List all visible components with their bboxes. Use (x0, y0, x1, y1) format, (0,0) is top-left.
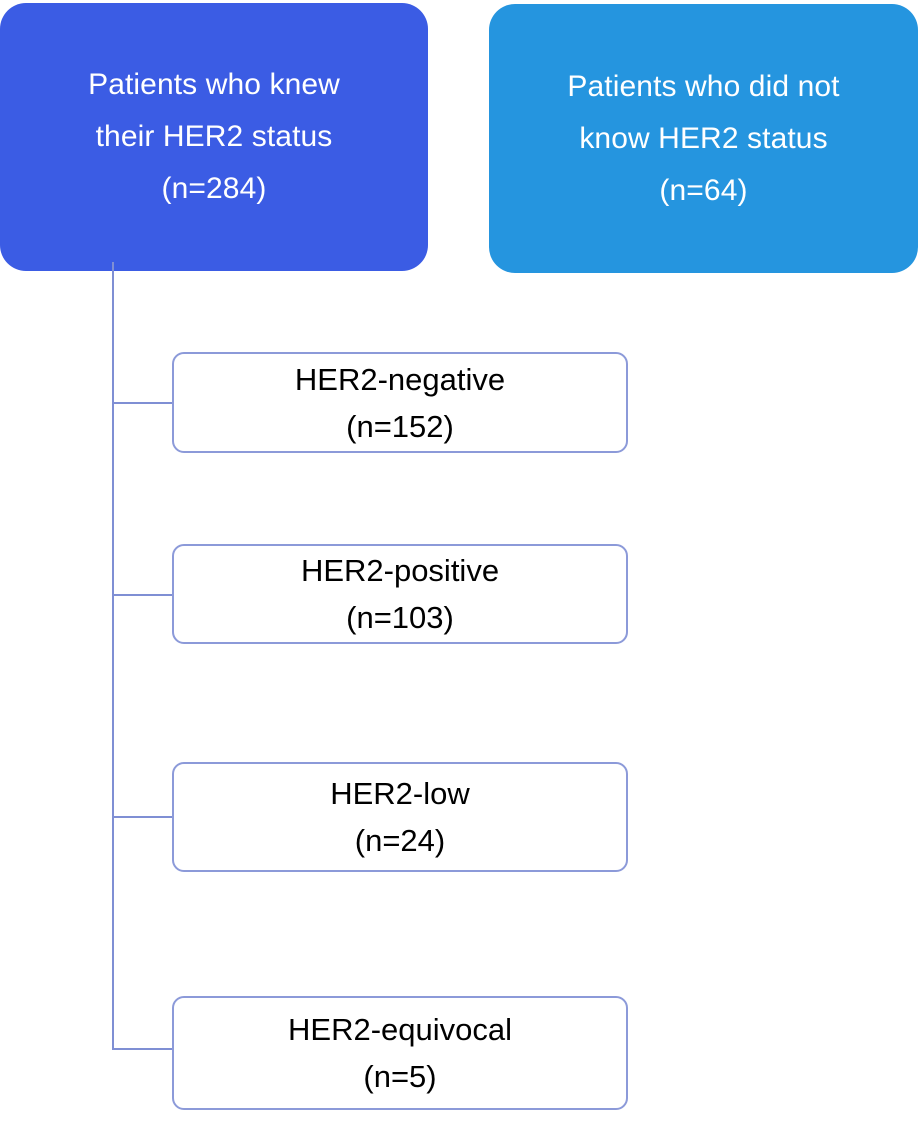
node-her2-equivocal[interactable]: HER2-equivocal (n=5) (172, 996, 628, 1110)
node-her2-negative[interactable]: HER2-negative (n=152) (172, 352, 628, 453)
node-her2-positive[interactable]: HER2-positive (n=103) (172, 544, 628, 644)
node-patients-did-not-know-her2-status[interactable]: Patients who did not know HER2 status (n… (489, 4, 918, 273)
connector-trunk-vertical (112, 262, 114, 1050)
node-label-her2-negative: HER2-negative (n=152) (294, 361, 506, 444)
node-label-her2-low: HER2-low (n=24) (330, 776, 470, 858)
connector-branch-her2-positive (112, 594, 174, 596)
connector-branch-her2-equivocal (112, 1048, 174, 1050)
node-patients-knew-her2-status[interactable]: Patients who knew their HER2 status (n=2… (0, 3, 428, 271)
node-label-her2-positive: HER2-positive (n=103) (300, 553, 500, 635)
node-her2-low[interactable]: HER2-low (n=24) (172, 762, 628, 872)
connector-branch-her2-low (112, 816, 174, 818)
node-label-her2-equivocal: HER2-equivocal (n=5) (288, 1012, 512, 1094)
node-label-patients-did-not-know-her2-status: Patients who did not know HER2 status (n… (567, 69, 840, 207)
connector-branch-her2-negative (112, 402, 174, 404)
node-label-patients-knew-her2-status: Patients who knew their HER2 status (n=2… (88, 68, 340, 205)
